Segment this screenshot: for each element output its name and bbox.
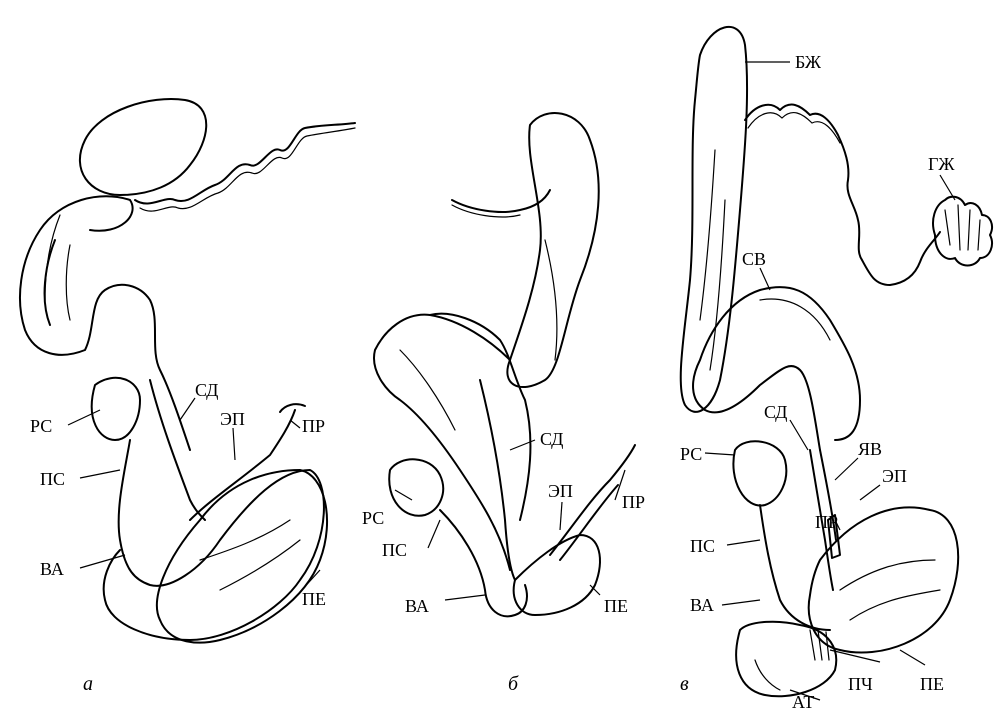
panel-b-label-pe: ПЕ xyxy=(604,596,628,616)
panel-a-caption: а xyxy=(83,673,93,695)
panel-b: РС ПС ВА СД ЭП ПР ПЕ б xyxy=(362,113,645,695)
panel-a-albumen-gland xyxy=(80,99,206,195)
panel-a-hermaphrodite-duct xyxy=(135,123,355,204)
panel-c-hermaphrodite-gland xyxy=(933,197,992,266)
panel-c-label-pch: ПЧ xyxy=(848,674,873,694)
panel-c-label-at: АТ xyxy=(792,692,814,712)
panel-b-bursa-copulatrix xyxy=(389,459,443,515)
panel-c-label-pe: ПЕ xyxy=(920,674,944,694)
panel-c-caption: в xyxy=(680,673,689,695)
panel-c-spermoviduct xyxy=(693,287,860,450)
panel-b-label-sd: СД xyxy=(540,429,563,449)
panel-b-label-va: ВА xyxy=(405,596,429,616)
panel-c-label-sv: СВ xyxy=(742,249,766,269)
panel-a-label-rs: РС xyxy=(30,416,52,436)
panel-a-penis xyxy=(157,470,327,643)
panel-b-albumen-gland xyxy=(507,113,598,387)
panel-c-albumen-gland xyxy=(681,27,747,412)
panel-c-bursa-copulatrix xyxy=(733,441,786,505)
panel-c-label-gzh: ГЖ xyxy=(928,154,955,174)
panel-c-label-pr: ПР xyxy=(815,512,838,532)
panel-a-label-sd: СД xyxy=(195,380,218,400)
panel-c-atrium xyxy=(736,622,836,697)
panel-b-caption: б xyxy=(508,673,519,695)
panel-c-label-yav: ЯВ xyxy=(858,439,882,459)
panel-c-hermaphrodite-duct xyxy=(745,105,940,285)
panel-b-spermoviduct xyxy=(374,315,510,570)
panel-b-vagina xyxy=(440,510,527,616)
panel-c-label-ep: ЭП xyxy=(882,466,907,486)
panel-a-label-pr: ПР xyxy=(302,416,325,436)
panel-c-label-ps: ПС xyxy=(690,536,715,556)
panel-c: БЖ ГЖ СВ СД ЯВ РС ЭП ПР ПС ВА ПЧ ПЕ АТ в xyxy=(680,27,992,712)
panel-a-label-pe: ПЕ xyxy=(302,589,326,609)
panel-c-label-rs: РС xyxy=(680,444,702,464)
panel-c-label-sd: СД xyxy=(764,402,787,422)
panel-a-bursa-copulatrix xyxy=(92,378,140,440)
panel-b-sperm-duct xyxy=(480,380,515,580)
panel-a-label-ps: ПС xyxy=(40,469,65,489)
panel-b-label-ps: ПС xyxy=(382,540,407,560)
panel-a-sperm-duct xyxy=(150,380,205,520)
panel-c-label-bzh: БЖ xyxy=(795,52,822,72)
panel-b-label-rs: РС xyxy=(362,508,384,528)
panel-a: РС ПС ВА СД ЭП ПР ПЕ а xyxy=(20,99,355,695)
panel-c-label-va: ВА xyxy=(690,595,714,615)
panel-a-retractor xyxy=(280,404,305,412)
panel-b-label-pr: ПР xyxy=(622,492,645,512)
panel-a-label-ep: ЭП xyxy=(220,409,245,429)
panel-b-label-ep: ЭП xyxy=(548,481,573,501)
panel-a-label-va: ВА xyxy=(40,559,64,579)
panel-a-spermoviduct xyxy=(20,196,190,450)
